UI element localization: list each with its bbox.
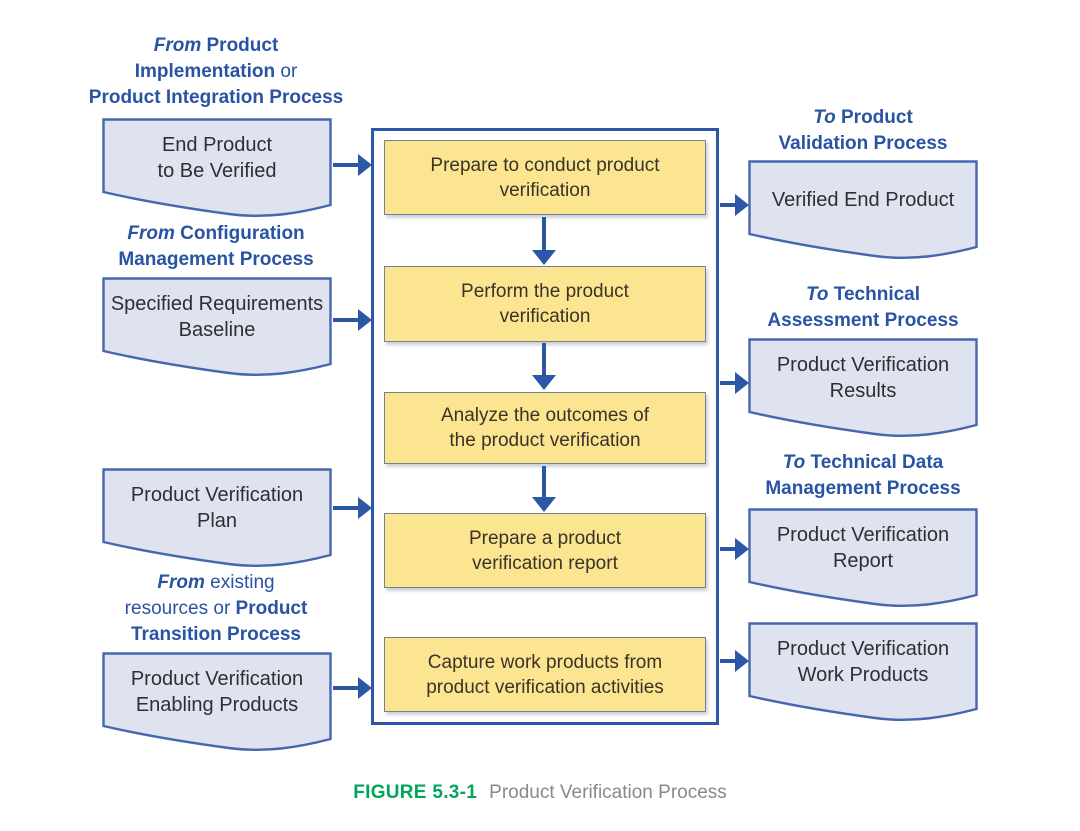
document-shape-icon bbox=[102, 468, 332, 568]
figure-caption-title: Product Verification Process bbox=[489, 782, 727, 803]
document-shape-icon bbox=[748, 508, 978, 608]
arrow-plan-to-process bbox=[333, 497, 372, 519]
output-doc-verified-end-product: Verified End Product bbox=[748, 160, 978, 260]
document-shape-icon bbox=[102, 277, 332, 377]
document-shape-icon bbox=[748, 622, 978, 722]
arrow-enabling-to-process bbox=[333, 677, 372, 699]
arrow-end-product-to-process bbox=[333, 154, 372, 176]
document-shape-icon bbox=[748, 338, 978, 438]
figure-caption: FIGURE 5.3-1 Product Verification Process bbox=[0, 782, 1080, 804]
arrow-step2-to-step3 bbox=[532, 343, 556, 390]
document-shape-icon bbox=[102, 652, 332, 752]
document-shape-icon bbox=[748, 160, 978, 260]
arrow-step1-to-step2 bbox=[532, 217, 556, 265]
arrow-process-to-work-products bbox=[720, 650, 749, 672]
document-shape-icon bbox=[102, 118, 332, 218]
arrow-step3-to-step4 bbox=[532, 466, 556, 512]
arrow-process-to-results bbox=[720, 372, 749, 394]
arrow-process-to-report bbox=[720, 538, 749, 560]
arrow-requirements-to-process bbox=[333, 309, 372, 331]
arrow-process-to-verified-end-product bbox=[720, 194, 749, 216]
figure-caption-label: FIGURE 5.3-1 bbox=[353, 782, 478, 803]
output-doc-verified-end-product-text: Verified End Product bbox=[771, 189, 955, 211]
